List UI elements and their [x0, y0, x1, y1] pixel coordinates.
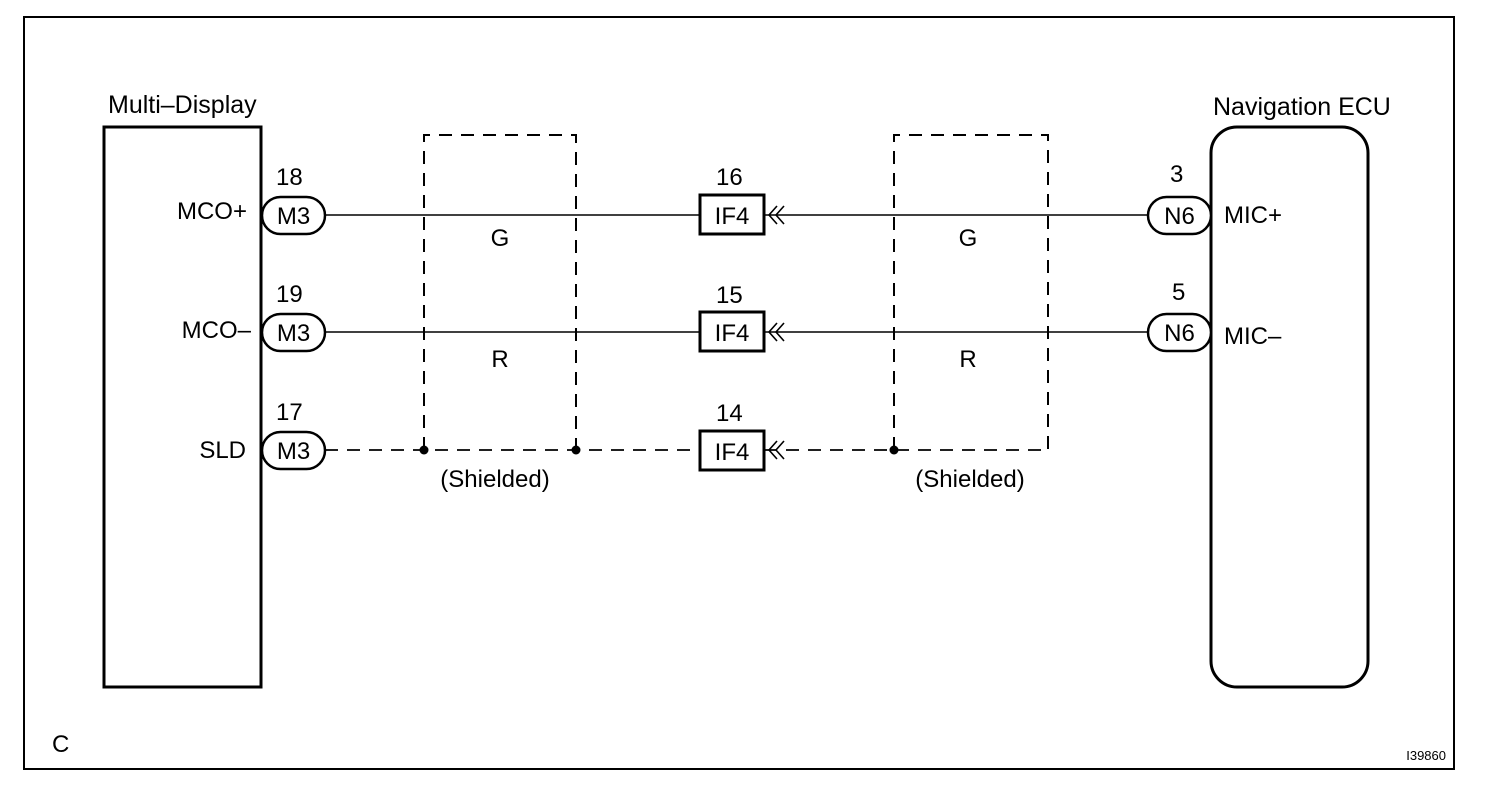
connector-pill-right [1146, 312, 1213, 353]
connector-label: M3 [277, 320, 310, 347]
connector-pill [260, 430, 327, 471]
wire-row-3: SLD 17 M3 14 IF4 [199, 399, 1048, 472]
chevron-icon [767, 205, 785, 225]
connector-pill [260, 312, 327, 353]
shield-box-left [423, 134, 577, 450]
pin-number-right: 5 [1172, 279, 1185, 306]
pin-number: 17 [276, 399, 303, 426]
junction-connector-label: IF4 [715, 439, 750, 466]
terminal-label: MCO+ [177, 198, 247, 225]
splice-point [889, 445, 899, 455]
terminal-label-right: MIC+ [1224, 202, 1282, 229]
connector-label: M3 [277, 438, 310, 465]
terminal-label-right: MIC– [1224, 323, 1282, 350]
splice-point [419, 445, 429, 455]
diagram-frame [23, 16, 1455, 770]
terminal-label: MCO– [182, 317, 252, 344]
pin-number: 19 [276, 281, 303, 308]
connector-label-right: N6 [1164, 320, 1195, 347]
wire-color-left: G [491, 225, 510, 252]
junction-connector-box [698, 310, 766, 353]
chevron-icon [767, 440, 785, 460]
multi-display-box [102, 125, 263, 689]
junction-connector-box [698, 193, 766, 236]
junction-connector-label: IF4 [715, 320, 750, 347]
connector-pill [260, 195, 327, 236]
wire-color-right: G [959, 225, 978, 252]
shield-box-right [893, 134, 1049, 450]
multi-display-label: Multi–Display [108, 91, 257, 119]
shielded-label-right: (Shielded) [915, 466, 1024, 493]
navigation-ecu-label: Navigation ECU [1213, 93, 1391, 121]
connector-pill-right [1146, 195, 1213, 236]
connector-label: M3 [277, 203, 310, 230]
chevron-icon [767, 322, 785, 342]
navigation-ecu-box [1209, 125, 1370, 689]
junction-pin-number: 15 [716, 282, 743, 309]
wire-color-left: R [491, 346, 508, 373]
junction-connector-label: IF4 [715, 203, 750, 230]
wire-color-right: R [959, 346, 976, 373]
splice-point [571, 445, 581, 455]
corner-label: C [52, 731, 69, 758]
junction-connector-box [698, 429, 766, 472]
terminal-label: SLD [199, 437, 246, 464]
shielded-label-left: (Shielded) [440, 466, 549, 493]
wire-row-1: MCO+ 18 M3 G 16 IF4 G 3 N6 MIC+ [177, 161, 1282, 252]
connector-label-right: N6 [1164, 203, 1195, 230]
junction-pin-number: 14 [716, 400, 743, 427]
wire-row-2: MCO– 19 M3 R 15 IF4 R 5 N6 MIC– [182, 279, 1282, 373]
junction-pin-number: 16 [716, 164, 743, 191]
pin-number-right: 3 [1170, 161, 1183, 188]
figure-id: I39860 [1406, 748, 1446, 763]
pin-number: 18 [276, 164, 303, 191]
